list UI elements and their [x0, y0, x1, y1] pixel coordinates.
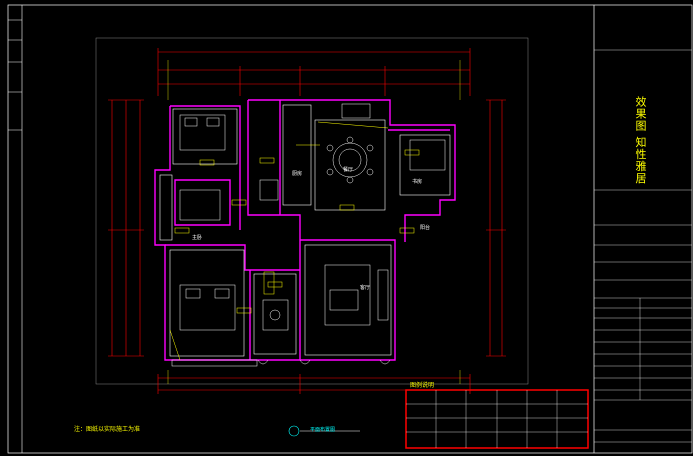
legend-title: 图例说明 — [410, 382, 435, 389]
project-title: 效果图 知性雅居 — [634, 96, 647, 185]
room-label-balcony: 阳台 — [420, 225, 431, 231]
room-label-master: 主卧 — [192, 235, 203, 241]
room-label-dining: 餐厅 — [343, 167, 354, 173]
drawing-scale-label: 平面布置图 — [310, 427, 336, 433]
room-label-kitchen: 厨房 — [292, 171, 303, 177]
room-label-study: 书房 — [412, 179, 423, 185]
room-label-living: 客厅 — [360, 285, 371, 291]
drawing-note: 注：图纸以实际施工为准 — [74, 426, 141, 433]
